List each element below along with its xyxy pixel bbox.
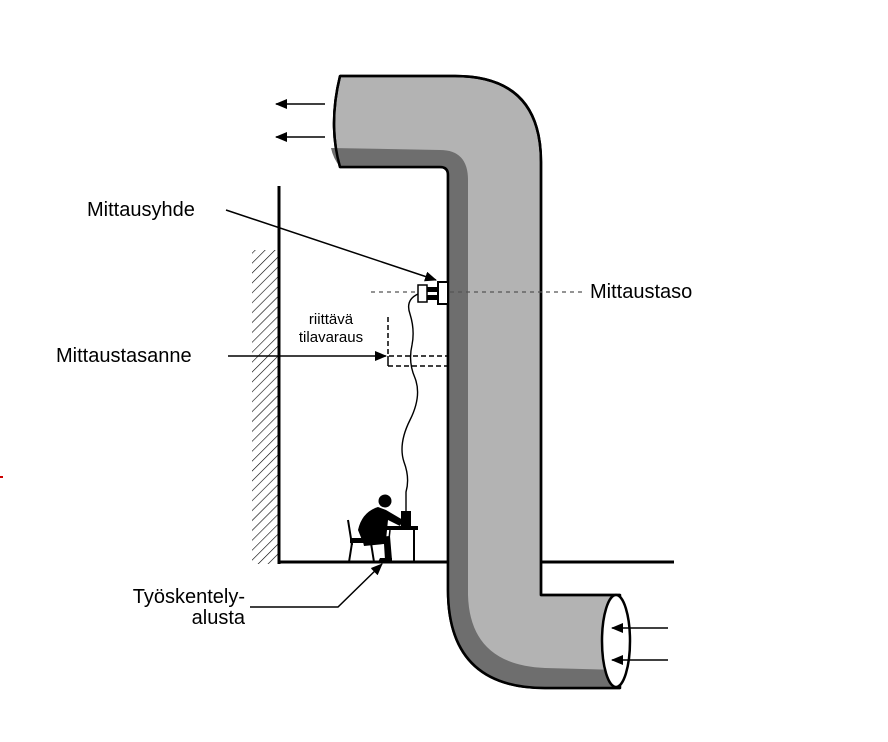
riittava-label: riittävä	[309, 311, 354, 328]
duct-inlet-opening	[600, 593, 632, 689]
tilavaraus-label: tilavaraus	[299, 329, 363, 346]
measurement-cable	[401, 293, 419, 512]
mittaustasanne-label: Mittaustasanne	[56, 345, 192, 367]
mittaustaso-label: Mittaustaso	[590, 281, 692, 303]
duct-shadow-upper	[331, 148, 468, 600]
duct-shadow-lower	[448, 590, 620, 688]
space-reservation-outline	[387, 317, 447, 367]
duct-outline	[332, 74, 620, 690]
tyoskentelyalusta-leader	[250, 563, 383, 608]
measurement-port-icon	[417, 281, 449, 305]
wall-hatching	[252, 250, 278, 564]
seated-person-at-desk-icon	[347, 494, 418, 563]
mittausyhde-leader	[225, 209, 437, 282]
duct	[331, 74, 632, 690]
tyoskentely-label-line1: Työskentely-	[133, 586, 245, 608]
mittausyhde-label: Mittausyhde	[87, 199, 195, 221]
tyoskentely-label-line2: alusta	[192, 607, 246, 629]
